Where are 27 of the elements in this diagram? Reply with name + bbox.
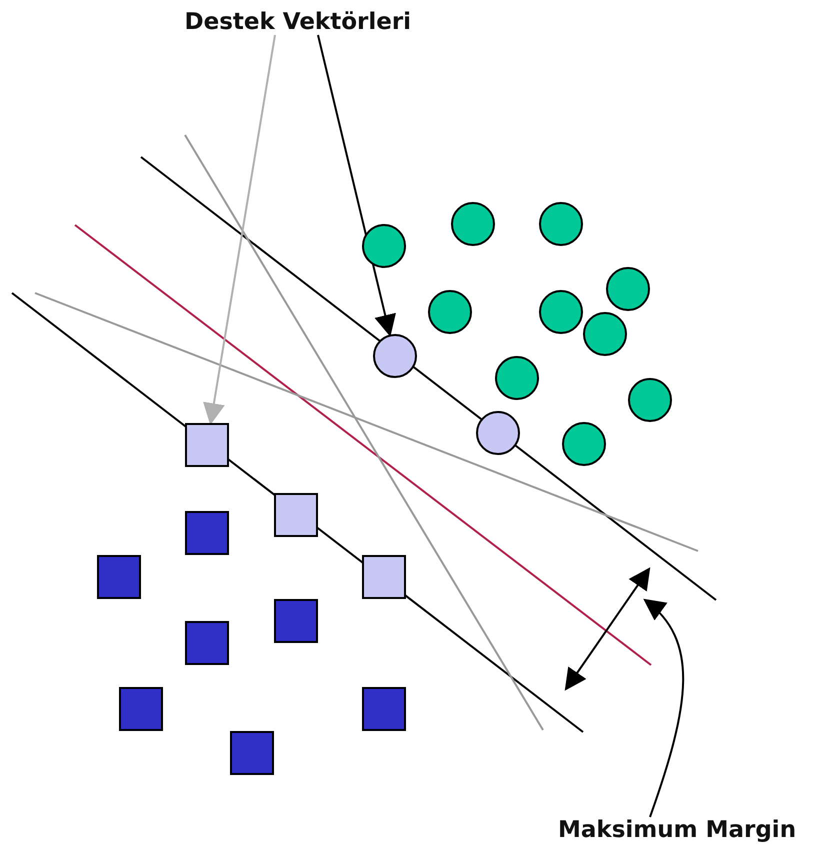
callout-text: Destek Vektörleri [184, 9, 412, 35]
data-point-circle [539, 202, 583, 246]
data-point-square [119, 687, 163, 731]
support-vector-data-point-square [274, 493, 318, 537]
data-point-circle [606, 267, 650, 311]
data-point-circle [539, 290, 583, 334]
support-vector-data-point-circle [476, 411, 520, 455]
support-vector-data-point-circle [373, 334, 417, 378]
support-vector-data-point-square [185, 423, 229, 467]
data-point-square [185, 511, 229, 555]
support-vector-data-point-square [362, 555, 406, 599]
leader-arrow [643, 598, 684, 818]
data-point-circle [428, 290, 472, 334]
data-point-circle [583, 312, 627, 356]
data-point-circle [628, 378, 672, 422]
data-point-circle [495, 356, 539, 400]
data-point-square [185, 621, 229, 665]
leader-arrow [203, 34, 276, 426]
data-point-square [230, 731, 274, 775]
data-point-square [274, 599, 318, 643]
callout-text: Maksimum Margin [558, 817, 796, 843]
data-point-square [362, 687, 406, 731]
leader-arrow [317, 34, 396, 337]
data-point-circle [451, 202, 495, 246]
data-point-circle [562, 422, 606, 466]
data-point-circle [362, 224, 406, 268]
data-point-square [97, 555, 141, 599]
